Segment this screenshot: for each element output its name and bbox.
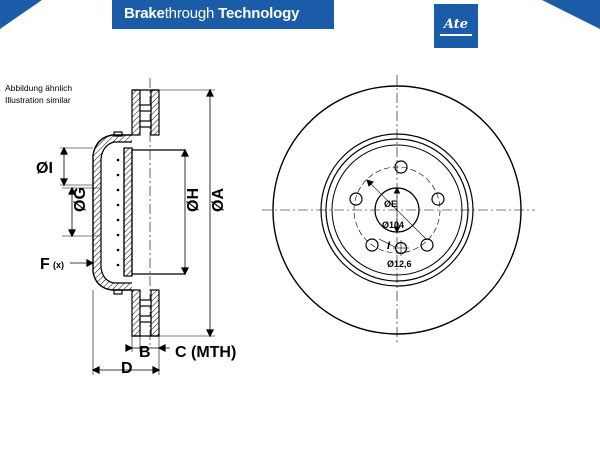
ate-logo-text: Ate xyxy=(443,17,469,32)
dim-D-arrow-right xyxy=(152,366,161,374)
label-126: Ø12,6 xyxy=(387,259,412,269)
header-title-light: through xyxy=(164,5,219,22)
label-D: D xyxy=(121,360,133,377)
header-title: Brakethrough Technology xyxy=(124,5,299,22)
dim-G-arrow-top xyxy=(68,186,76,195)
dim-E-arrow-top xyxy=(393,186,401,194)
stud-hole-4 xyxy=(365,238,379,252)
hat-bolt-bottom xyxy=(113,289,123,295)
header-wedge-left xyxy=(0,0,42,29)
vane-upper-1 xyxy=(139,104,152,112)
header-title-tail: Technology xyxy=(218,5,300,22)
label-G: ØG xyxy=(72,187,89,212)
ate-logo: Ate xyxy=(434,4,478,48)
ate-logo-underline xyxy=(440,34,472,36)
hat-outer-circle xyxy=(325,138,469,282)
dim-A-arrow-bottom xyxy=(206,329,214,338)
dim-C-arrow xyxy=(157,344,166,352)
stud-hole-1 xyxy=(394,160,408,174)
label-I-front: I xyxy=(387,240,391,252)
label-C: C (MTH) xyxy=(175,344,236,361)
dim-I-front-leader xyxy=(378,238,396,248)
lower-ring-plate-right xyxy=(150,289,160,337)
note-german: Abbildung ähnlich xyxy=(5,83,73,93)
vane-upper-2 xyxy=(139,120,152,128)
dim-H-arrow-bottom xyxy=(181,267,189,276)
label-I: ØI xyxy=(36,160,53,177)
upper-ring-plate-right xyxy=(150,89,160,136)
dim-G-arrow-bottom xyxy=(68,229,76,238)
dim-A-arrow-top xyxy=(206,88,214,97)
front-view xyxy=(262,75,535,345)
dim-E-arrow-bottom xyxy=(393,226,401,234)
note-english: Illustration similar xyxy=(5,95,71,105)
lower-ring-plate-left xyxy=(131,289,141,337)
dim-I-arrow-top xyxy=(60,146,68,155)
label-A: ØA xyxy=(210,188,227,212)
dim-104-arrow xyxy=(366,179,374,187)
hat-bolt-top xyxy=(113,131,123,137)
dim-H-arrow-top xyxy=(181,148,189,157)
label-F: F xyxy=(40,256,50,273)
header-title-bold: Brake xyxy=(124,5,165,22)
upper-ring-plate-left xyxy=(131,89,141,136)
disc-outer-circle xyxy=(272,85,522,335)
hub-wall xyxy=(123,147,133,277)
vane-lower-1 xyxy=(139,299,152,307)
dim-B-arrow xyxy=(125,344,134,352)
friction-inner-circle xyxy=(320,133,474,287)
bolt-pitch-circle xyxy=(353,166,441,254)
label-104: Ø104 xyxy=(382,220,404,230)
stud-hole-5 xyxy=(420,238,434,252)
label-F-sub: (x) xyxy=(53,260,64,270)
stud-hole-2 xyxy=(349,192,363,206)
header-wedge-right xyxy=(542,0,600,29)
label-H: ØH xyxy=(185,188,202,212)
side-section-view xyxy=(60,78,215,375)
dim-104-line xyxy=(366,179,428,241)
hat-inner-circle xyxy=(331,144,463,276)
header-banner xyxy=(112,0,334,29)
dim-I-arrow-bottom xyxy=(60,178,68,187)
dim-F-arrow xyxy=(86,259,95,267)
label-B: B xyxy=(139,344,151,361)
stud-hole-3 xyxy=(431,192,445,206)
hat-holes xyxy=(116,158,120,267)
label-E: ØE xyxy=(384,199,397,209)
vane-lower-2 xyxy=(139,315,152,323)
dim-D-arrow-left xyxy=(91,366,100,374)
hat-section-hatch xyxy=(93,135,132,290)
